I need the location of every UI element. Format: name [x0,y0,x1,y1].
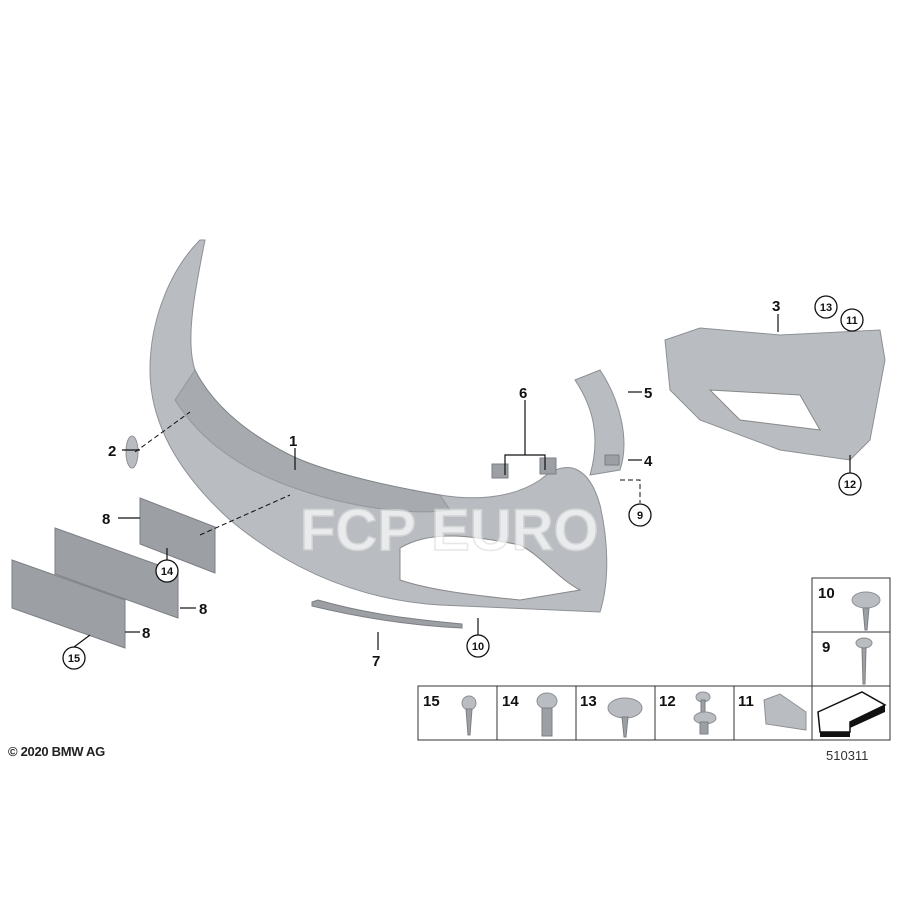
svg-text:10: 10 [472,641,484,653]
table-label-11: 11 [738,693,754,710]
bracket-left [491,463,509,479]
callout-9-circled: 9 [628,503,652,527]
callout-12-circled: 12 [838,472,862,496]
svg-text:15: 15 [68,653,80,665]
callout-1: 1 [289,433,297,450]
callout-8: 8 [199,601,207,618]
tow-hook-cover [125,435,139,469]
table-label-12: 12 [659,693,676,710]
lower-strip [311,599,463,629]
clip-12-icon [693,691,717,735]
screw-14-icon [536,692,558,737]
screw-13-icon [607,697,643,738]
callout-2: 2 [108,443,116,460]
direction-arrow-icon [817,691,887,737]
bracket-right [539,457,557,475]
svg-text:11: 11 [846,315,858,327]
table-label-13: 13 [580,693,597,710]
bracket-part-4 [604,454,620,466]
callout-3: 3 [772,298,780,315]
callout-13-circled: 13 [814,295,838,319]
callout-10-circled: 10 [466,634,490,658]
screw-9-icon [855,637,873,685]
license-plate-bracket-3 [11,559,126,649]
license-plate-bracket-2 [54,527,179,619]
diagram-number: 510311 [826,748,869,763]
callout-14-circled: 14 [155,559,179,583]
callout-7: 7 [372,653,380,670]
svg-text:9: 9 [637,510,643,522]
leader-lines [73,314,851,650]
copyright-text: © 2020 BMW AG [8,744,105,759]
callout-4: 4 [644,453,653,470]
callout-15-circled: 15 [62,646,86,670]
callout-5: 5 [644,385,652,402]
callout-11-circled: 11 [840,308,864,332]
watermark: FCP EURO [300,498,599,563]
table-label-9: 9 [822,639,830,656]
callout-8: 8 [142,625,150,642]
front-bumper-cover [149,239,608,613]
nut-11-icon [763,693,807,731]
table-label-10: 10 [818,585,835,602]
bumper-trim-part-5 [574,369,625,476]
table-label-14: 14 [502,693,519,710]
callout-8: 8 [102,511,110,528]
callout-6: 6 [519,385,527,402]
table-label-15: 15 [423,693,440,710]
hardware-table [417,577,891,741]
svg-text:12: 12 [844,479,856,491]
screw-15-icon [461,695,477,736]
svg-text:13: 13 [820,302,832,314]
svg-text:14: 14 [161,566,174,578]
screw-10-icon [851,591,881,631]
license-plate-bracket-1 [139,497,216,574]
